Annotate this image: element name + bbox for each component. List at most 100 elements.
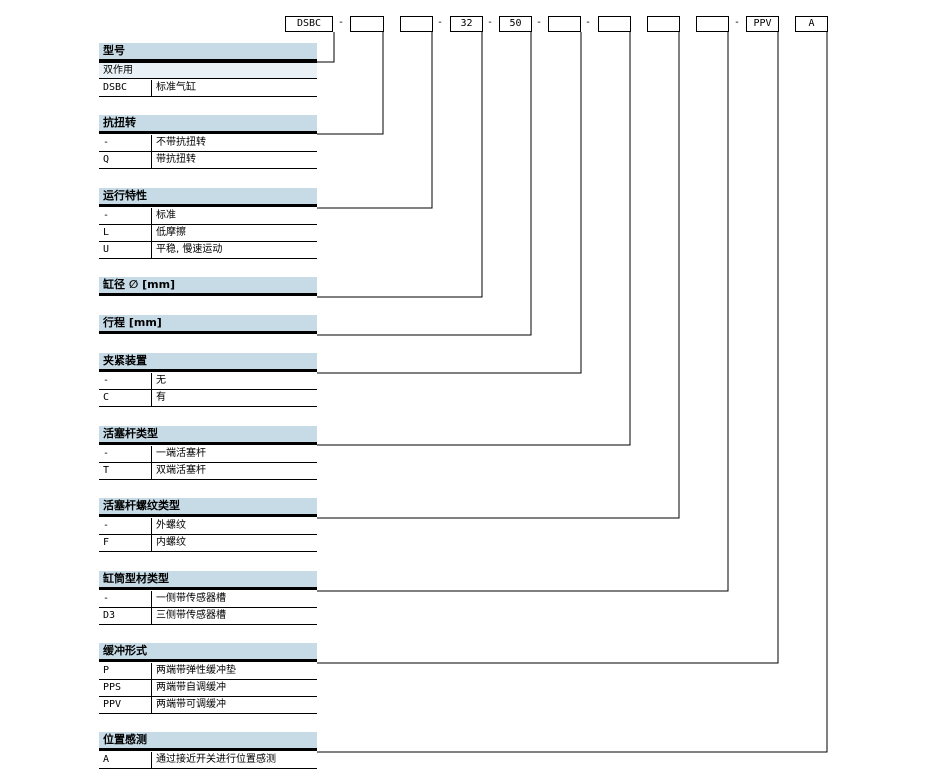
row-code: U (103, 244, 110, 255)
row-code: - (103, 137, 110, 148)
table-row: L 低摩擦 (99, 225, 317, 242)
column-divider (151, 535, 152, 551)
column-divider (151, 463, 152, 479)
dash-separator: - (338, 17, 345, 28)
section-header-anti-rotation: 抗扭转 (99, 115, 317, 131)
column-divider (151, 680, 152, 696)
section-header-running-characteristics: 运行特性 (99, 188, 317, 204)
section-bar (99, 587, 317, 590)
code-box-barrel (696, 16, 729, 32)
row-desc: 两端带弹性缓冲垫 (156, 665, 236, 676)
row-code: - (103, 210, 110, 221)
section-bar (99, 331, 317, 334)
table-row: F 内螺纹 (99, 535, 317, 552)
table-row: - 标准 (99, 208, 317, 225)
row-desc: 低摩擦 (156, 227, 186, 238)
row-desc: 一侧带传感器槽 (156, 593, 226, 604)
row-desc: 外螺纹 (156, 520, 186, 531)
dash-separator: - (536, 17, 543, 28)
row-code: C (103, 392, 110, 403)
row-desc: 通过接近开关进行位置感测 (156, 754, 276, 765)
row-code: A (103, 754, 110, 765)
section-bar (99, 131, 317, 134)
section-bar (99, 514, 317, 517)
table-row: - 外螺纹 (99, 518, 317, 535)
dash-separator: - (487, 17, 494, 28)
column-divider (151, 591, 152, 607)
section-bar (99, 442, 317, 445)
table-row: - 一侧带传感器槽 (99, 591, 317, 608)
code-box-cushioning: PPV (746, 16, 779, 32)
section-bar (99, 204, 317, 207)
row-desc: 三侧带传感器槽 (156, 610, 226, 621)
code-box-type: DSBC (285, 16, 333, 32)
table-row: P 两端带弹性缓冲垫 (99, 663, 317, 680)
row-code: T (103, 465, 110, 476)
row-code: DSBC (103, 82, 128, 93)
dash-separator: - (437, 17, 444, 28)
section-header-cushioning: 缓冲形式 (99, 643, 317, 659)
dash-separator: - (734, 17, 741, 28)
section-bar (99, 659, 317, 662)
code-box-stroke: 50 (499, 16, 532, 32)
column-divider (151, 608, 152, 624)
column-divider (151, 697, 152, 713)
column-divider (151, 242, 152, 258)
table-row: 双作用 (99, 62, 317, 79)
section-bar (99, 369, 317, 372)
row-code: - (103, 593, 110, 604)
code-box-anti-rotation (350, 16, 384, 32)
column-divider (151, 135, 152, 151)
section-header-position-sensing: 位置感测 (99, 732, 317, 748)
row-code: P (103, 665, 110, 676)
row-code: - (103, 375, 110, 386)
code-box-rod-type (598, 16, 631, 32)
row-desc: 有 (156, 392, 166, 403)
row-code: D3 (103, 610, 116, 621)
table-row: - 一端活塞杆 (99, 446, 317, 463)
row-desc: 双作用 (103, 65, 133, 76)
row-code: F (103, 537, 110, 548)
column-divider (151, 752, 152, 768)
row-desc: 双端活塞杆 (156, 465, 206, 476)
row-code: Q (103, 154, 110, 165)
column-divider (151, 152, 152, 168)
table-row: Q 带抗扭转 (99, 152, 317, 169)
table-row: U 平稳, 慢速运动 (99, 242, 317, 259)
section-header-barrel-profile: 缸筒型材类型 (99, 571, 317, 587)
column-divider (151, 373, 152, 389)
section-header-stroke: 行程 [mm] (99, 315, 317, 331)
table-row: PPV 两端带可调缓冲 (99, 697, 317, 714)
row-code: PPV (103, 699, 122, 710)
row-code: - (103, 520, 110, 531)
table-row: - 无 (99, 373, 317, 390)
row-desc: 无 (156, 375, 166, 386)
dash-separator: - (585, 17, 592, 28)
table-row: A 通过接近开关进行位置感测 (99, 752, 317, 769)
section-header-model: 型号 (99, 43, 317, 59)
row-code: - (103, 448, 110, 459)
row-desc: 两端带可调缓冲 (156, 699, 226, 710)
code-box-clamping (548, 16, 581, 32)
row-desc: 标准 (156, 210, 176, 221)
column-divider (151, 225, 152, 241)
row-code: L (103, 227, 110, 238)
code-box-sensing: A (795, 16, 828, 32)
column-divider (151, 518, 152, 534)
section-header-clamping: 夹紧装置 (99, 353, 317, 369)
row-code: PPS (103, 682, 122, 693)
row-desc: 内螺纹 (156, 537, 186, 548)
column-divider (151, 80, 152, 96)
table-row: PPS 两端带自调缓冲 (99, 680, 317, 697)
section-bar (99, 748, 317, 751)
column-divider (151, 446, 152, 462)
table-row: - 不带抗扭转 (99, 135, 317, 152)
row-desc: 一端活塞杆 (156, 448, 206, 459)
row-desc: 带抗扭转 (156, 154, 196, 165)
section-header-piston-rod-type: 活塞杆类型 (99, 426, 317, 442)
code-box-running (400, 16, 433, 32)
row-desc: 标准气缸 (156, 82, 196, 93)
row-desc: 平稳, 慢速运动 (156, 244, 223, 255)
section-bar (99, 293, 317, 296)
